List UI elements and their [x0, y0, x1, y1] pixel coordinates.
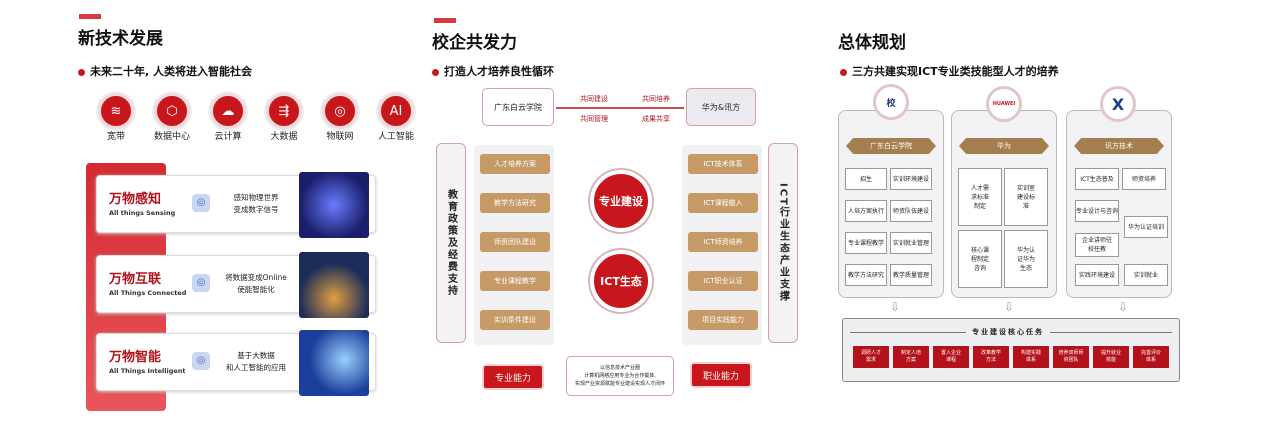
city-image — [299, 252, 369, 318]
task-cell: ICT生态普及 — [1075, 168, 1119, 190]
panel1-subtitle: 未来二十年, 人类将进入智能社会 — [78, 63, 252, 79]
huawei-logo: HUAWEI — [986, 86, 1022, 122]
iot-icon: ◎ — [322, 93, 358, 129]
huawei-label: 华为 — [959, 138, 1049, 154]
core-task: 完善评价体系 — [1133, 346, 1169, 368]
ict-ecosystem-circle: ICT生态 — [590, 250, 652, 312]
task-cell: 实训室建设标准 — [1004, 168, 1048, 226]
school-label: 广东白云学院 — [846, 138, 936, 154]
task-cell: 教学质量管理 — [890, 264, 932, 286]
cloud-icon: ☁ — [210, 93, 246, 129]
down-arrow-icon: ⇩ — [1004, 300, 1015, 314]
task-cell: 华为认证培训 — [1124, 216, 1168, 238]
partner-box: 华为&讯方 — [686, 88, 756, 126]
down-arrow-icon: ⇩ — [1118, 300, 1129, 314]
down-arrow-icon: ⇩ — [890, 300, 901, 314]
policy-support: 教育政策及经费支持 — [436, 143, 466, 343]
task-cell: 企业讲师驻校任教 — [1075, 233, 1119, 257]
right-item: ICT技术体系 — [688, 154, 758, 174]
task-cell: 招生 — [845, 168, 887, 190]
professional-ability: 专业能力 — [482, 364, 544, 390]
school-box: 广东白云学院 — [482, 88, 554, 126]
left-item: 师资团队建设 — [480, 232, 550, 252]
task-cell: 师资培养 — [1122, 168, 1166, 190]
panel3-subtitle: 三方共建实现ICT专业类技能型人才的培养 — [840, 63, 1059, 79]
core-task: 改革教学方法 — [973, 346, 1009, 368]
tech-item: ⇶大数据 — [256, 93, 312, 142]
core-task: 构建实践体系 — [1013, 346, 1049, 368]
title-tag — [434, 18, 456, 23]
task-cell: 师资队伍建设 — [890, 200, 932, 222]
core-task: 制定人培方案 — [893, 346, 929, 368]
ai-icon: AI — [378, 93, 414, 129]
title-tag — [79, 14, 101, 19]
panel2-subtitle: 打造人才培养良性循环 — [432, 63, 554, 79]
panel1-title: 新技术发展 — [78, 29, 163, 49]
right-item: ICT师资培养 — [688, 232, 758, 252]
left-item: 专业课程教学 — [480, 271, 550, 291]
tech-item: ≋宽带 — [88, 93, 144, 142]
right-item: 项目实践能力 — [688, 310, 758, 330]
brain-image — [299, 172, 369, 238]
task-cell: 核心课程制定咨询 — [958, 230, 1002, 288]
bottom-description: 以信息技术产业圈计算机网络应用专业为合作载体,实现产业资源赋能专业建设实现人才闭… — [566, 356, 674, 396]
left-item: 人才培养方案 — [480, 154, 550, 174]
xunfang-label: 讯方技术 — [1074, 138, 1164, 154]
task-cell: 人才需求标准制定 — [958, 168, 1002, 226]
panel3-title: 总体规划 — [838, 33, 906, 53]
bigdata-icon: ⇶ — [266, 93, 302, 129]
core-task: 培养双师师资团队 — [1053, 346, 1089, 368]
datacenter-icon: ⬡ — [154, 93, 190, 129]
tech-item: ◎物联网 — [312, 93, 368, 142]
career-ability: 职业能力 — [690, 362, 752, 388]
task-cell: 华为认证华为生态 — [1004, 230, 1048, 288]
industry-support: ICT行业生态产业支撑 — [768, 143, 798, 343]
right-item: ICT课程植入 — [688, 193, 758, 213]
task-cell: 教学方法研究 — [845, 264, 887, 286]
connected-icon: ◎ — [192, 274, 210, 292]
major-construction-circle: 专业建设 — [590, 170, 652, 232]
intelligent-icon: ◎ — [192, 352, 210, 370]
task-cell: 专业课程教学 — [845, 232, 887, 254]
core-task: 提升就业技能 — [1093, 346, 1129, 368]
core-task: 调研人才需求 — [853, 346, 889, 368]
left-item: 实训条件建设 — [480, 310, 550, 330]
left-item: 教学方法研究 — [480, 193, 550, 213]
arrow-line — [556, 107, 684, 109]
tech-item: ⬡数据中心 — [144, 93, 200, 142]
tech-item: ☁云计算 — [200, 93, 256, 142]
core-task: 置入企业课程 — [933, 346, 969, 368]
task-cell: 实训环境建设 — [890, 168, 932, 190]
task-cell: 人培方案执行 — [845, 200, 887, 222]
robot-image — [299, 330, 369, 396]
task-cell: 实训就业管理 — [890, 232, 932, 254]
sensing-icon: ◎ — [192, 194, 210, 212]
wifi-icon: ≋ — [98, 93, 134, 129]
panel2-title: 校企共发力 — [432, 33, 517, 53]
task-cell: 实训就业 — [1124, 264, 1168, 286]
core-task-title: 专业建设核心任务 — [966, 327, 1050, 337]
xunfang-logo: X — [1100, 86, 1136, 122]
task-cell: 实践环境建设 — [1075, 264, 1119, 286]
school-logo: 校 — [873, 84, 909, 120]
task-cell: 专业设计与咨询 — [1075, 200, 1119, 222]
right-item: ICT职业认证 — [688, 271, 758, 291]
